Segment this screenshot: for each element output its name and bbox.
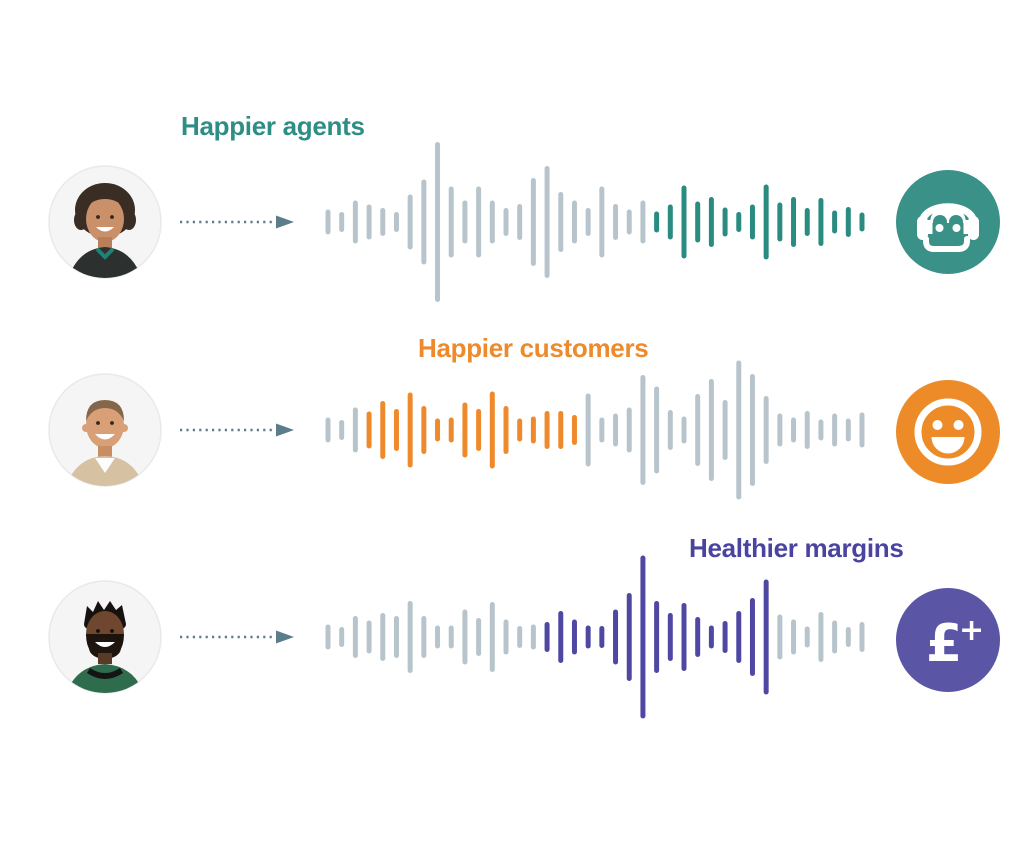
waveform-bars-agents — [325, 142, 865, 302]
pound-plus-badge: £ + — [896, 588, 1000, 692]
dotted-arrow-customers — [180, 423, 294, 437]
waveform-bars-margins — [325, 555, 865, 719]
svg-text:£: £ — [926, 614, 962, 674]
avatar-customer-man — [48, 373, 162, 487]
svg-text:+: + — [959, 613, 984, 648]
avatar-agent-woman — [48, 165, 162, 279]
support-agent-headset-badge — [896, 170, 1000, 274]
avatar-margins-man — [48, 580, 162, 694]
waveform-margins — [325, 547, 865, 727]
avatar-man-illustration — [48, 373, 162, 487]
pound-plus-icon: £ + — [896, 588, 1000, 692]
avatar-bearded-man-illustration — [48, 580, 162, 694]
support-agent-headset-icon — [896, 170, 1000, 274]
dotted-arrow-margins — [180, 630, 294, 644]
row-title-healthier-margins: Healthier margins — [689, 533, 904, 563]
avatar-woman-illustration — [48, 165, 162, 279]
waveform-bars-customers — [325, 360, 865, 500]
dotted-arrow-agents — [180, 215, 294, 229]
smiley-face-icon — [896, 380, 1000, 484]
waveform-customers — [325, 340, 865, 520]
waveform-agents — [325, 132, 865, 312]
smiley-face-badge — [896, 380, 1000, 484]
row-title-happier-agents: Happier agents — [181, 111, 365, 141]
row-title-happier-customers: Happier customers — [418, 333, 649, 363]
